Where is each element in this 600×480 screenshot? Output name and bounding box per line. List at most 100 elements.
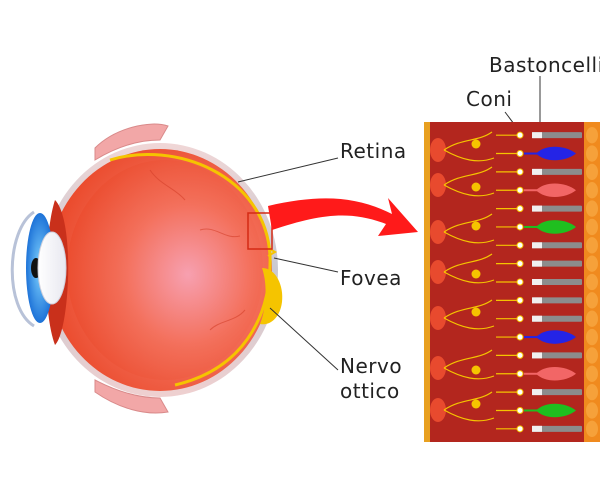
cell-nucleus — [516, 388, 524, 396]
cell-nucleus — [516, 370, 524, 378]
vitreous-body — [67, 160, 263, 380]
rod-inner-segment — [532, 279, 542, 285]
cell-nucleus — [516, 150, 524, 158]
rod-cell — [532, 168, 582, 175]
rod-inner-segment — [532, 242, 542, 249]
ganglion-cell — [430, 306, 446, 330]
bipolar-cell — [471, 399, 481, 409]
pigment-cell — [586, 310, 598, 327]
upper-eyelid — [94, 123, 169, 161]
label-retina: Retina — [340, 139, 407, 163]
optic-nerve — [260, 268, 283, 325]
ganglion-cell — [430, 356, 446, 380]
bipolar-cell — [471, 221, 481, 231]
pigment-cell — [586, 402, 598, 419]
photoreceptor-layer — [496, 127, 598, 437]
label-nervo: Nervo — [340, 354, 402, 378]
rod-inner-segment — [532, 297, 542, 304]
rod-inner-segment — [532, 425, 542, 432]
label-ottico: ottico — [340, 379, 400, 403]
pigment-cell — [586, 237, 598, 254]
cell-nucleus — [516, 351, 524, 359]
cell-nucleus — [516, 223, 524, 231]
cell-nucleus — [516, 333, 524, 341]
rod-inner-segment — [532, 132, 542, 139]
rod-cell — [532, 260, 582, 267]
rod-cell — [532, 132, 582, 139]
rod-inner-segment — [532, 315, 542, 322]
ganglion-cell — [430, 138, 446, 162]
label-fovea: Fovea — [340, 266, 402, 290]
fovea-leader — [273, 257, 339, 273]
nerve-fiber — [443, 391, 495, 422]
nerve-fiber — [443, 166, 495, 197]
nerve-fiber — [443, 349, 495, 380]
pigment-cell — [586, 163, 598, 181]
pigment-cell — [586, 182, 598, 199]
rod-cell — [532, 389, 582, 396]
rod-cell — [532, 279, 582, 285]
cell-nucleus — [516, 296, 524, 304]
blue-cone-cell — [536, 146, 576, 161]
cell-nucleus — [516, 168, 524, 176]
label-bastoncelli: Bastoncelli — [489, 53, 600, 77]
bipolar-cell — [471, 182, 481, 192]
bipolar-cell — [471, 307, 481, 317]
label-coni: Coni — [466, 87, 512, 111]
rod-cell — [532, 205, 582, 212]
bipolar-cell — [471, 269, 481, 279]
lens — [37, 231, 67, 305]
pigment-cell — [586, 383, 598, 401]
cornea — [10, 210, 35, 328]
rod-inner-segment — [532, 168, 542, 175]
rod-cell — [532, 297, 582, 304]
rod-cell — [532, 352, 582, 359]
blue-cone-cell — [536, 330, 576, 344]
nerve-fiber — [443, 131, 495, 162]
ganglion-cells — [430, 131, 495, 422]
pigment-cell — [586, 127, 598, 144]
pigment-cell — [586, 273, 598, 291]
red-cone-cell — [536, 366, 576, 381]
ganglion-cell — [430, 173, 446, 197]
retina-detail-panel — [424, 122, 600, 442]
nerve-fiber — [443, 213, 495, 244]
eyeball — [10, 123, 283, 414]
zoom-box — [247, 212, 273, 250]
ganglion-cell — [430, 260, 446, 284]
pigment-cell — [586, 328, 598, 346]
red-cone-cell — [536, 183, 576, 198]
green-cone-cell — [536, 403, 576, 418]
pigment-cell — [586, 420, 598, 437]
rod-inner-segment — [532, 260, 542, 267]
zoom-arrow — [268, 198, 418, 236]
pigment-cell — [586, 365, 598, 382]
cell-nucleus — [516, 315, 524, 323]
cell-nucleus — [516, 131, 524, 139]
rod-cell — [532, 315, 582, 322]
ganglion-cell — [430, 398, 446, 422]
rod-cell — [532, 242, 582, 249]
pigment-cell — [586, 255, 598, 272]
lower-eyelid — [94, 379, 169, 414]
pigment-cell — [586, 218, 598, 236]
pigment-cell — [586, 200, 598, 217]
bipolar-cell — [471, 365, 481, 375]
ganglion-cell — [430, 220, 446, 244]
cell-nucleus — [516, 186, 524, 194]
retina-leader — [237, 157, 339, 183]
panel-left-border — [424, 122, 430, 442]
cell-nucleus — [516, 406, 524, 414]
cell-nucleus — [516, 278, 524, 286]
rod-inner-segment — [532, 389, 542, 396]
pigment-cell — [586, 145, 598, 162]
cell-nucleus — [516, 205, 524, 213]
pigment-cell — [586, 347, 598, 364]
rod-cell — [532, 425, 582, 432]
nerve-fiber — [443, 253, 495, 284]
nerve-fiber — [443, 299, 495, 330]
nerve-leader — [269, 307, 339, 371]
rod-inner-segment — [532, 205, 542, 212]
cell-nucleus — [516, 425, 524, 433]
